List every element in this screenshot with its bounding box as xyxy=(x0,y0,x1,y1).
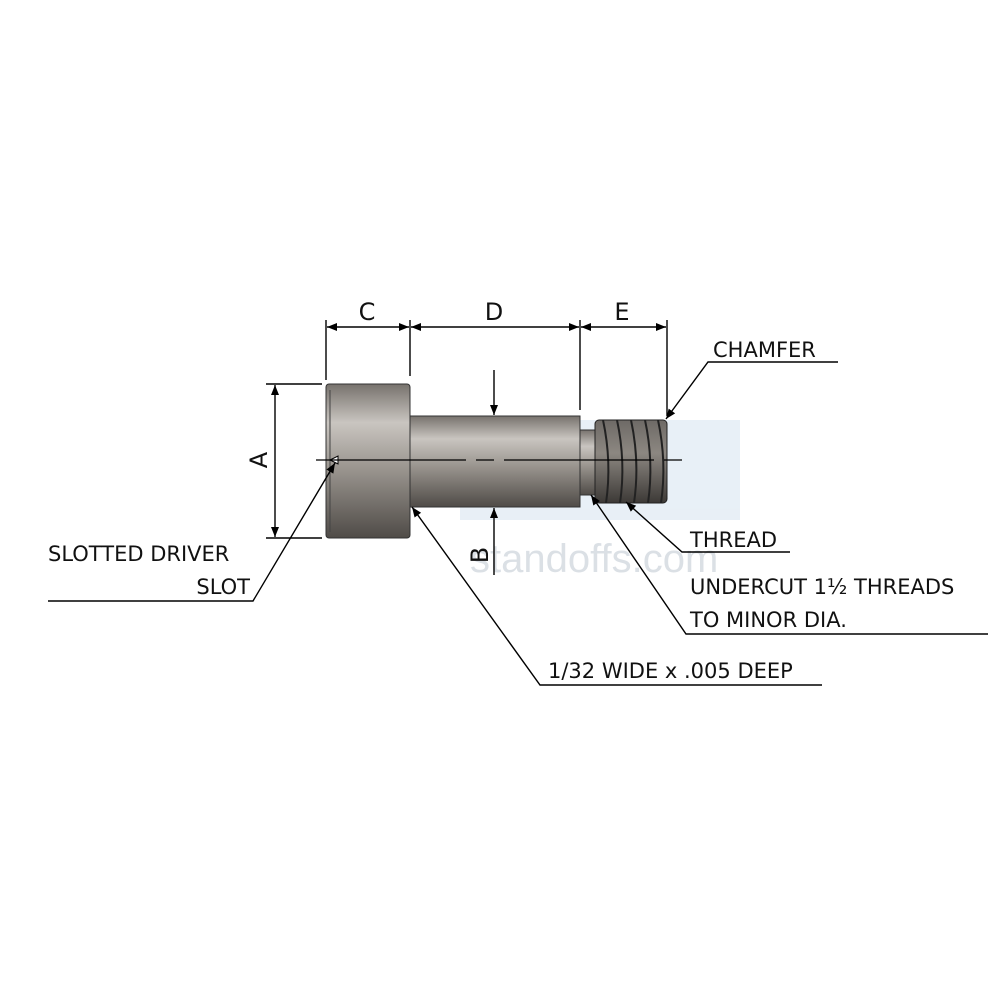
dim-e-label: E xyxy=(614,298,629,326)
dim-d-label: D xyxy=(485,298,503,326)
callout-slot-line1: SLOTTED DRIVER xyxy=(48,542,229,566)
callout-thread: THREAD xyxy=(689,528,777,552)
dim-c-label: C xyxy=(359,298,376,326)
screw-shoulder xyxy=(409,415,581,508)
callout-slot-line2: SLOT xyxy=(196,575,250,599)
undercut xyxy=(579,429,597,496)
callout-undercut-line2: TO MINOR DIA. xyxy=(689,608,847,632)
screw-part xyxy=(325,383,668,539)
watermark-text: standoffs.com xyxy=(470,537,718,581)
dim-b-label: B xyxy=(466,547,494,563)
callout-groove: 1/32 WIDE x .005 DEEP xyxy=(548,659,793,683)
dim-a-label: A xyxy=(245,451,273,468)
screw-head xyxy=(325,383,411,539)
callout-chamfer: CHAMFER xyxy=(713,338,816,362)
callout-undercut-line1: UNDERCUT 1½ THREADS xyxy=(690,575,954,599)
